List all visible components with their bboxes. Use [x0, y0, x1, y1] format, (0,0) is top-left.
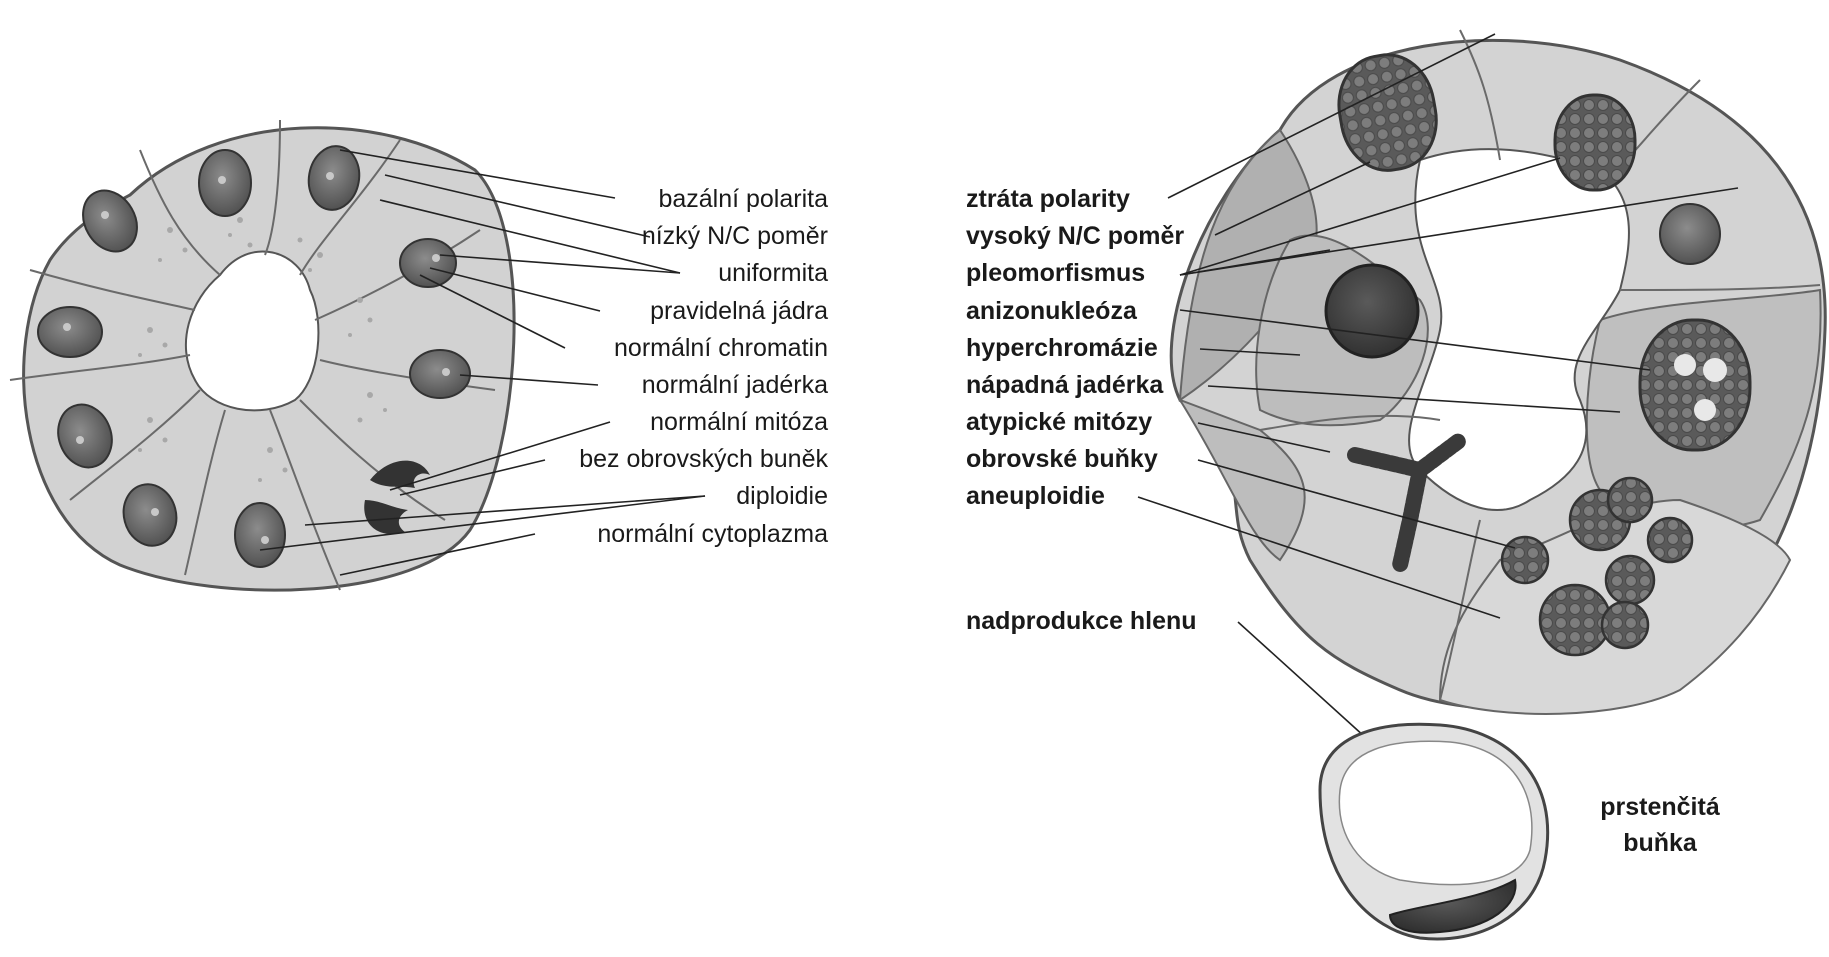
- label-aneuploidy: aneuploidie: [966, 481, 1105, 511]
- label-pleomorphism: pleomorfismus: [966, 258, 1145, 288]
- label-prominent-nucleoli: nápadná jadérka: [966, 370, 1163, 400]
- label-signet-ring-line2: buňka: [1590, 828, 1730, 858]
- label-normal-mitosis: normální mitóza: [428, 407, 828, 437]
- tumor-nucleus-prominent-nucleoli: [1640, 320, 1750, 450]
- normal-nucleus: [235, 503, 285, 567]
- tumor-gland: [1171, 30, 1825, 714]
- normal-nucleus: [38, 307, 102, 357]
- label-atypical-mitoses: atypické mitózy: [966, 407, 1152, 437]
- tumor-nucleus: [1660, 204, 1720, 264]
- label-normal-cytoplasm: normální cytoplazma: [428, 519, 828, 549]
- label-normal-chromatin: normální chromatin: [428, 333, 828, 363]
- label-loss-of-polarity: ztráta polarity: [966, 184, 1130, 214]
- normal-nucleus: [199, 150, 251, 216]
- signet-ring-cell: [1320, 724, 1548, 939]
- signet-ring-mucus-vacuole: [1339, 741, 1532, 884]
- label-hyperchromasia: hyperchromázie: [966, 333, 1158, 363]
- label-mucus-overproduction: nadprodukce hlenu: [966, 606, 1197, 636]
- label-uniformity: uniformita: [428, 258, 828, 288]
- label-regular-nuclei: pravidelná jádra: [428, 296, 828, 326]
- label-low-nc-ratio: nízký N/C poměr: [428, 221, 828, 251]
- label-normal-nucleoli: normální jadérka: [428, 370, 828, 400]
- label-anisonucleosis: anizonukleóza: [966, 296, 1137, 326]
- tumor-nucleus-hyperchromatic: [1326, 265, 1418, 357]
- tumor-nucleus-lumpy: [1555, 95, 1635, 190]
- label-high-nc-ratio: vysoký N/C poměr: [966, 221, 1184, 251]
- label-diploidy: diploidie: [428, 481, 828, 511]
- label-signet-ring-line1: prstenčitá: [1590, 792, 1730, 822]
- label-basal-polarity: bazální polarita: [428, 184, 828, 214]
- label-giant-cells: obrovské buňky: [966, 444, 1158, 474]
- label-no-giant-cells: bez obrovských buněk: [428, 444, 828, 474]
